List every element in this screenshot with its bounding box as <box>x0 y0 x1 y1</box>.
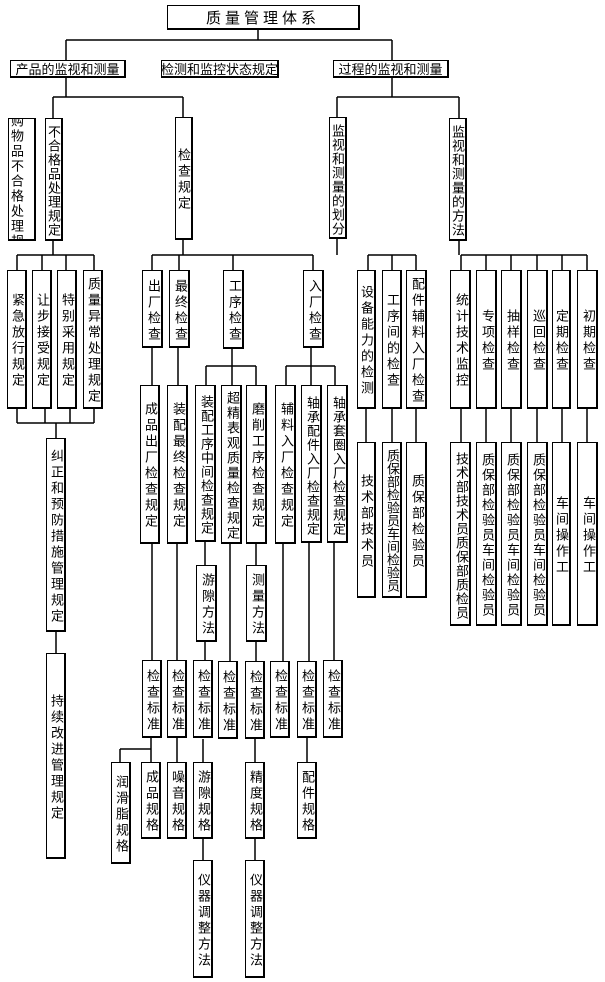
tech-staff-box: 技术部技术员 <box>357 442 376 598</box>
process-insp-box: 工序检查 <box>223 270 244 349</box>
parts-aux-incoming-box: 配件辅料入厂检查 <box>406 270 427 409</box>
outsourced-box-line-1: 外购物品不合格 <box>8 118 23 204</box>
standard-box-4: 检查标准 <box>218 661 238 739</box>
qa-workshop-box-4: 质保部检验员车间检验员 <box>527 442 548 626</box>
quality-abnormal-box: 质量异常处理规定 <box>83 270 103 409</box>
between-process-box: 工序间的检查 <box>382 270 402 409</box>
operator-box-2: 车间操作工 <box>577 442 598 626</box>
outsourced-box-line-2: 处理规定 <box>8 203 23 241</box>
emergency-release-box: 紧急放行规定 <box>7 270 27 409</box>
special-insp-box: 专项检查 <box>476 270 497 409</box>
product-spec-box: 成品规格 <box>141 762 161 839</box>
standard-box-5: 检查标准 <box>245 661 265 739</box>
special-use-box: 特别采用规定 <box>57 270 77 409</box>
product-monitoring-box: 产品的监视和测量 <box>10 60 126 78</box>
initial-box: 初期检查 <box>577 270 598 409</box>
instrument-adjust-box-2: 仪器调整方法 <box>245 860 265 978</box>
title-box: 质量管理体系 <box>167 5 360 30</box>
nonconforming-box: 不合格品处理规定 <box>45 118 63 241</box>
qa-workshop-box-3: 质保部检验员车间检验员 <box>501 442 522 626</box>
superfinish-box: 超精表观质量检查规定 <box>221 385 242 544</box>
standard-box-7: 检查标准 <box>297 661 317 738</box>
qa-workshop-box: 质保部检验员车间检验员 <box>382 442 402 598</box>
standard-box-8: 检查标准 <box>323 660 343 738</box>
operator-box-1: 车间操作工 <box>552 442 571 626</box>
outgoing-box: 出厂检查 <box>142 270 163 348</box>
clearance-spec-box: 游隙规格 <box>193 762 213 839</box>
standard-box-3: 检查标准 <box>193 660 213 738</box>
outsourced-nonconforming-box: 外购物品不合格处理规定 <box>8 118 36 241</box>
parts-incoming-box: 轴承配件入厂检查规定 <box>301 385 322 543</box>
grease-spec-box: 润滑脂规格 <box>111 762 131 864</box>
continuous-box: 持续改进管理规定 <box>46 653 66 859</box>
standard-box-6: 检查标准 <box>270 661 290 738</box>
qa-inspector-box: 质保部检验员 <box>406 442 427 598</box>
standard-box-2: 检查标准 <box>167 660 187 738</box>
concession-box: 让步接受规定 <box>32 270 52 409</box>
status-rules-box: 检测和监控状态规定 <box>161 60 279 78</box>
parts-spec-box: 配件规格 <box>297 762 317 839</box>
ring-incoming-box: 轴承套圈入厂检查规定 <box>327 385 348 543</box>
tech-qa-box: 技术部技术员质保部质检员 <box>450 442 471 626</box>
clearance-method-box: 游隙方法 <box>196 565 217 642</box>
process-monitoring-box: 过程的监视和测量 <box>333 60 449 78</box>
standard-box-1: 检查标准 <box>142 660 162 738</box>
instrument-adjust-box-1: 仪器调整方法 <box>193 860 213 978</box>
noise-spec-box: 噪音规格 <box>167 762 187 839</box>
qa-workshop-box-2: 质保部检验员车间检验员 <box>476 442 497 626</box>
assembly-mid-box: 装配工序中间检查规定 <box>195 385 216 542</box>
equipment-box: 设备能力的检测 <box>357 270 376 409</box>
grinding-box: 磨削工序检查规定 <box>246 385 267 544</box>
periodic-box: 定期检查 <box>552 270 571 409</box>
finished-outgoing-box: 成品出厂检查规定 <box>140 385 160 544</box>
stat-control-box: 统计技术监控 <box>450 270 471 409</box>
incoming-box: 入厂检查 <box>303 270 324 348</box>
sampling-box: 抽样检查 <box>501 270 522 409</box>
division-box: 监视和测量的划分 <box>329 117 347 239</box>
measure-method-box: 测量方法 <box>246 565 267 642</box>
inspection-rules-box: 检查规定 <box>175 117 193 240</box>
final-box: 最终检查 <box>169 270 190 348</box>
corrective-box: 纠正和预防措施管理规定 <box>46 438 66 632</box>
precision-spec-box: 精度规格 <box>245 762 265 839</box>
assembly-final-box: 装配最终检查规定 <box>167 385 188 544</box>
aux-incoming-box: 辅料入厂检查规定 <box>275 385 296 544</box>
methods-box: 监视和测量的方法 <box>449 118 467 241</box>
patrol-box: 巡回检查 <box>527 270 548 409</box>
